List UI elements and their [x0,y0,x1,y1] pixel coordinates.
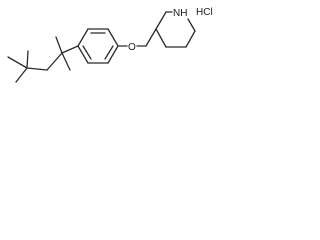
bond [185,30,196,48]
bond [15,67,28,83]
bond [187,18,196,32]
oxygen-atom-label: O [128,42,136,53]
bond [46,52,63,71]
bond [61,45,79,54]
bond [61,52,71,71]
benzene-ring [77,28,119,64]
bond [155,11,167,30]
ether-linker: O [117,28,157,53]
bond [77,28,89,47]
alkyl-chain [7,36,79,83]
bond [107,28,119,47]
bond [55,36,63,54]
piperidine-ring: NH [155,8,196,48]
bond [107,45,119,64]
chemical-structure: O NH HCl [7,7,213,83]
bond [145,28,157,47]
hcl-salt-label: HCl [196,7,213,18]
bond [7,56,28,69]
bond [26,67,48,71]
bond [26,50,29,69]
nh-atom-label: NH [173,8,187,19]
bond [77,45,89,64]
double-bond [104,45,114,60]
bond [155,28,167,48]
double-bond [82,45,92,60]
